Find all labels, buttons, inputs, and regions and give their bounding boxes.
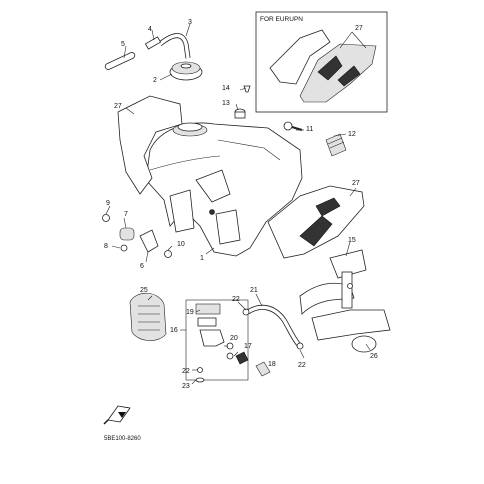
callout-p1: 1 bbox=[200, 255, 204, 262]
bolt-9 bbox=[102, 214, 110, 222]
callout-p7: 7 bbox=[124, 211, 128, 218]
vent-pipe bbox=[104, 52, 136, 70]
callout-p26: 26 bbox=[370, 353, 378, 360]
bracket-6 bbox=[139, 229, 159, 253]
callout-p10: 10 bbox=[177, 241, 185, 248]
callout-p18: 18 bbox=[268, 361, 276, 368]
frame-tube bbox=[299, 282, 391, 353]
callout-p24: 23 bbox=[182, 383, 190, 390]
front-arrow-icon bbox=[103, 405, 131, 425]
bolt-8 bbox=[120, 244, 128, 252]
callout-p12: 12 bbox=[348, 131, 356, 138]
callout-p20: 20 bbox=[230, 335, 238, 342]
hose-fitting bbox=[144, 36, 162, 50]
inset-callout-27: 27 bbox=[355, 25, 363, 32]
bolt-10 bbox=[164, 250, 172, 258]
callout-p16: 16 bbox=[170, 327, 178, 334]
callout-p23: 22 bbox=[182, 368, 190, 375]
callout-p11: 11 bbox=[306, 126, 313, 133]
tank-holder-15 bbox=[329, 249, 367, 309]
leader-lines bbox=[105, 23, 371, 385]
callout-p5: 5 bbox=[121, 41, 125, 48]
callout-p4: 4 bbox=[148, 26, 152, 33]
callout-p22b: 22 bbox=[298, 362, 306, 369]
breather-hose bbox=[158, 33, 191, 59]
rubber-cover bbox=[129, 292, 167, 341]
callout-p13: 13 bbox=[222, 100, 230, 107]
callout-p6: 6 bbox=[140, 263, 144, 270]
callout-p8: 8 bbox=[104, 243, 108, 250]
callout-p22a: 22 bbox=[232, 296, 240, 303]
bolt-11 bbox=[283, 121, 303, 131]
callout-p9: 9 bbox=[106, 200, 110, 207]
fuel-hose bbox=[242, 304, 304, 350]
callout-p17: 17 bbox=[244, 343, 252, 350]
fuel-tank bbox=[145, 122, 303, 257]
callout-p25: 25 bbox=[140, 287, 148, 294]
tank-shroud-left bbox=[117, 95, 183, 195]
drawing-code: 5BE100-8260 bbox=[104, 436, 141, 442]
callout-p19: 19 bbox=[186, 309, 194, 316]
callout-p3: 3 bbox=[188, 19, 192, 26]
callout-p27a: 27 bbox=[114, 103, 122, 110]
screw-14 bbox=[243, 85, 251, 93]
inset-title: FOR EURUPN bbox=[260, 16, 303, 23]
damper-7 bbox=[119, 227, 135, 241]
callout-labels: 3 4 5 2 14 13 11 12 27 27 9 7 8 6 10 1 1… bbox=[104, 19, 378, 390]
callout-p2: 2 bbox=[153, 77, 157, 84]
callout-p15: 15 bbox=[348, 237, 356, 244]
callout-p21: 21 bbox=[250, 287, 258, 294]
inset-box: FOR EURUPN 27 bbox=[255, 11, 388, 113]
callout-p14: 14 bbox=[222, 85, 230, 92]
fuel-cock-assembly bbox=[185, 299, 271, 383]
tank-shroud-right bbox=[267, 185, 365, 259]
fuel-cap bbox=[169, 61, 203, 81]
collar-13 bbox=[234, 108, 246, 119]
callout-p27b: 27 bbox=[352, 180, 360, 187]
rubber-damper bbox=[325, 133, 347, 157]
